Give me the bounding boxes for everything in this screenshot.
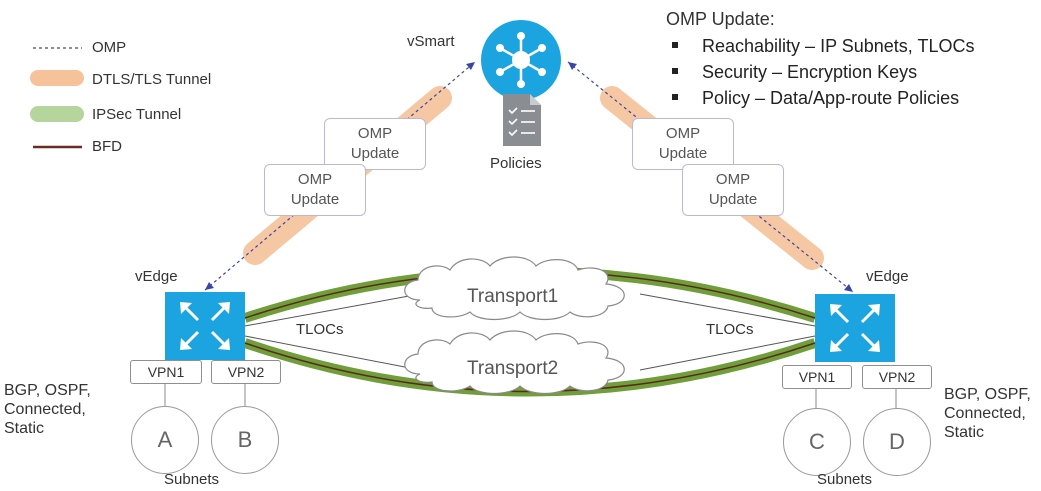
omp-line-right bbox=[567, 61, 854, 293]
right-vedge-label: vEdge bbox=[866, 268, 909, 285]
omp-info-item: Policy – Data/App-route Policies bbox=[672, 88, 959, 109]
bullet-icon bbox=[672, 94, 678, 101]
legend-ipsec-label: IPSec Tunnel bbox=[92, 106, 182, 123]
omp-update-box-line2: Update bbox=[350, 145, 400, 162]
left-protocols-line2: Connected, bbox=[4, 401, 86, 418]
left-router-arrows-icon bbox=[165, 292, 245, 360]
legend-omp-label: OMP bbox=[92, 39, 127, 56]
subnet-b-circle: B bbox=[211, 406, 279, 474]
right-router-arrows-icon bbox=[815, 294, 895, 362]
left-protocols-line1: BGP, OSPF, bbox=[4, 382, 91, 399]
omp-update-box: OMP Update bbox=[632, 118, 734, 170]
right-protocols-line3: Static bbox=[944, 424, 985, 441]
vsmart-hub-spoke-icon bbox=[481, 20, 561, 100]
omp-update-box: OMP Update bbox=[264, 164, 366, 216]
tloc-line-l2 bbox=[244, 335, 421, 371]
omp-update-box-line2: Update bbox=[708, 191, 758, 208]
omp-arrow-right-bottom bbox=[844, 284, 853, 292]
omp-update-box-line1: OMP bbox=[715, 171, 751, 188]
left-vpn1-label: VPN1 bbox=[130, 360, 202, 384]
tloc-line-r2 bbox=[639, 335, 816, 371]
checklist-document-icon bbox=[503, 94, 541, 146]
omp-info-item: Security – Encryption Keys bbox=[672, 62, 917, 83]
omp-info-item-text: Reachability – IP Subnets, TLOCs bbox=[702, 36, 975, 56]
omp-update-box: OMP Update bbox=[682, 164, 784, 216]
omp-update-box-line1: OMP bbox=[297, 171, 333, 188]
bullet-icon bbox=[672, 42, 678, 49]
subnet-a-circle: A bbox=[131, 406, 199, 474]
omp-update-box-line2: Update bbox=[290, 191, 340, 208]
transport1-cloud bbox=[404, 256, 625, 321]
omp-arrow-left-bottom bbox=[205, 282, 214, 290]
right-vpn1-label: VPN1 bbox=[782, 365, 852, 389]
omp-info-item: Reachability – IP Subnets, TLOCs bbox=[672, 36, 974, 57]
bullet-icon bbox=[672, 68, 678, 75]
legend-bfd-label: BFD bbox=[92, 138, 122, 155]
omp-arrow-right-top bbox=[568, 62, 577, 70]
tloc-line-r1 bbox=[639, 293, 816, 327]
vsmart-label: vSmart bbox=[407, 33, 455, 50]
tloc-line-l1 bbox=[244, 293, 421, 327]
transport2-label: Transport2 bbox=[467, 358, 559, 379]
legend-dtls-swatch bbox=[30, 70, 84, 86]
policies-label: Policies bbox=[490, 155, 542, 172]
omp-info-item-text: Security – Encryption Keys bbox=[702, 62, 918, 82]
left-subnets-label: Subnets bbox=[164, 471, 220, 488]
transport2-cloud bbox=[404, 330, 625, 395]
right-subnets-label: Subnets bbox=[817, 471, 873, 488]
right-tlocs-label: TLOCs bbox=[706, 321, 754, 338]
left-protocols-line3: Static bbox=[4, 420, 45, 437]
omp-info-item-text: Policy – Data/App-route Policies bbox=[702, 88, 960, 108]
right-protocols-line1: BGP, OSPF, bbox=[944, 386, 1031, 403]
legend-dtls-label: DTLS/TLS Tunnel bbox=[92, 71, 212, 88]
omp-update-box: OMP Update bbox=[324, 118, 426, 170]
right-vpn2-label: VPN2 bbox=[862, 365, 932, 389]
subnet-d-circle: D bbox=[863, 408, 931, 476]
subnet-c-circle: C bbox=[783, 408, 851, 476]
left-tlocs-label: TLOCs bbox=[296, 321, 344, 338]
omp-info-title: OMP Update: bbox=[666, 9, 775, 29]
omp-arrow-left-top bbox=[466, 62, 475, 70]
legend-ipsec-swatch bbox=[30, 106, 84, 122]
left-vedge-label: vEdge bbox=[135, 268, 178, 285]
omp-update-box-line1: OMP bbox=[357, 125, 393, 142]
transport1-label: Transport1 bbox=[467, 286, 559, 307]
right-protocols-line2: Connected, bbox=[944, 405, 1026, 422]
left-vpn2-label: VPN2 bbox=[211, 360, 281, 384]
omp-update-box-line1: OMP bbox=[665, 125, 701, 142]
omp-update-box-line2: Update bbox=[658, 145, 708, 162]
